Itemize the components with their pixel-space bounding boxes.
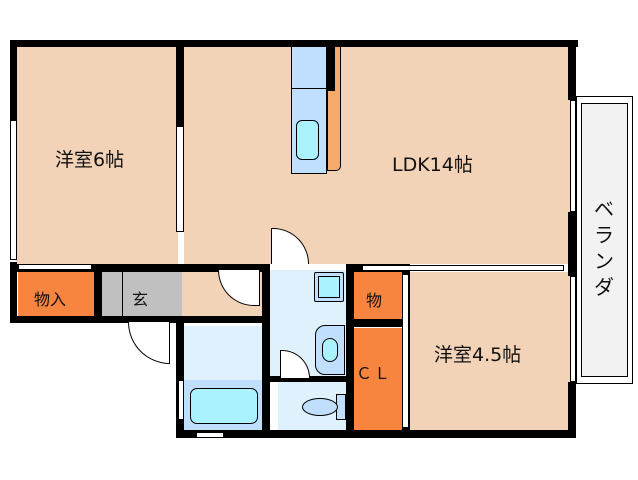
storage-2 <box>354 272 402 320</box>
western-room-4-5 <box>408 272 570 430</box>
entrance-door[interactable] <box>128 322 170 364</box>
storage-1-label: 物入 <box>34 290 67 309</box>
entrance <box>102 272 182 318</box>
window-bath <box>178 380 184 420</box>
toilet <box>302 398 338 416</box>
ldk <box>184 46 570 264</box>
washing-machine-pan <box>314 272 344 302</box>
sliding-door-ldk-room45 <box>362 265 564 271</box>
closet-door <box>402 274 409 428</box>
window-bath-bottom <box>196 432 224 438</box>
bathtub <box>190 388 258 424</box>
veranda-label: ベランダ <box>594 197 614 299</box>
western-room-6 <box>16 46 178 264</box>
storage-door <box>18 264 92 270</box>
window-partition <box>176 126 184 232</box>
entrance-label: 玄 <box>132 290 149 309</box>
bath-anteroom <box>184 326 262 382</box>
window-room45-east <box>570 276 576 382</box>
closet-label: ＣＬ <box>356 364 393 383</box>
veranda <box>576 96 633 384</box>
window-ldk-east <box>570 100 576 212</box>
closet <box>354 328 402 430</box>
washbasin <box>315 325 345 375</box>
storage-2-label: 物 <box>366 291 383 310</box>
kitchen-sink <box>296 120 319 160</box>
western-room-6-label: 洋室6帖 <box>55 149 125 171</box>
storage-1 <box>18 272 94 318</box>
window-left <box>10 120 17 260</box>
western-room-4-5-label: 洋室4.5帖 <box>434 344 522 366</box>
ldk-label: LDK14帖 <box>392 154 473 176</box>
